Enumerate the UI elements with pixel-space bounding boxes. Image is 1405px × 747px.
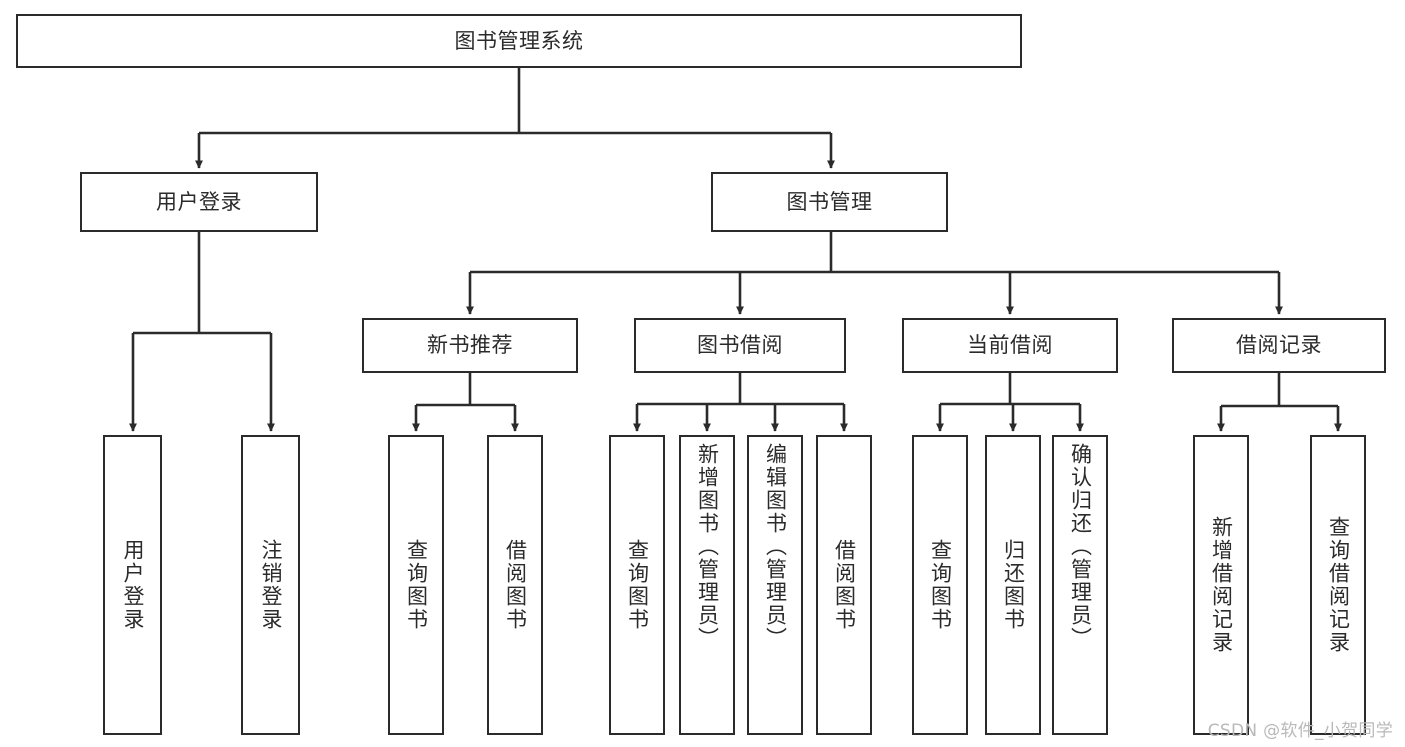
- node-user-login-label: 用户登录: [156, 189, 242, 214]
- node-leaf-edit-book[interactable]: 编辑图书（管理员）: [747, 435, 803, 735]
- node-book-borrow-label: 图书借阅: [697, 333, 783, 358]
- node-leaf-borrow-book-recommend-label: 借阅图书: [503, 539, 528, 631]
- node-leaf-query-book-recommend[interactable]: 查询图书: [388, 435, 444, 735]
- node-leaf-borrow-book-label: 借阅图书: [832, 539, 857, 631]
- node-leaf-query-borrow-record[interactable]: 查询借阅记录: [1310, 435, 1366, 735]
- node-current-borrow-label: 当前借阅: [967, 333, 1053, 358]
- node-root[interactable]: 图书管理系统: [16, 14, 1022, 68]
- node-current-borrow[interactable]: 当前借阅: [902, 318, 1118, 373]
- watermark-text: CSDN @软件_小贺同学: [1207, 721, 1393, 741]
- node-leaf-query-book-recommend-label: 查询图书: [404, 539, 429, 631]
- node-borrow-records[interactable]: 借阅记录: [1172, 318, 1386, 373]
- node-leaf-borrow-book[interactable]: 借阅图书: [816, 435, 872, 735]
- node-leaf-add-borrow-record[interactable]: 新增借阅记录: [1193, 435, 1249, 735]
- node-leaf-return-book-label: 归还图书: [1001, 539, 1026, 631]
- node-borrow-records-label: 借阅记录: [1236, 333, 1322, 358]
- node-leaf-query-book-current-label: 查询图书: [928, 539, 953, 631]
- node-leaf-add-borrow-record-label: 新增借阅记录: [1209, 516, 1234, 654]
- node-new-book-recommend[interactable]: 新书推荐: [362, 318, 578, 373]
- node-leaf-add-book-label: 新增图书（管理员）: [695, 443, 720, 650]
- node-leaf-logout[interactable]: 注销登录: [241, 435, 300, 735]
- node-book-management-label: 图书管理: [786, 189, 873, 214]
- node-leaf-query-borrow-record-label: 查询借阅记录: [1326, 516, 1351, 654]
- node-leaf-add-book[interactable]: 新增图书（管理员）: [679, 435, 735, 735]
- node-book-management[interactable]: 图书管理: [711, 172, 948, 232]
- node-leaf-borrow-book-recommend[interactable]: 借阅图书: [487, 435, 543, 735]
- node-leaf-confirm-return-label: 确认归还（管理员）: [1068, 443, 1093, 650]
- node-leaf-user-login-label: 用户登录: [121, 539, 145, 631]
- node-root-label: 图书管理系统: [454, 28, 584, 53]
- node-leaf-edit-book-label: 编辑图书（管理员）: [763, 443, 788, 650]
- node-book-borrow[interactable]: 图书借阅: [634, 318, 846, 373]
- node-leaf-return-book[interactable]: 归还图书: [985, 435, 1041, 735]
- node-leaf-query-book-borrow[interactable]: 查询图书: [609, 435, 665, 735]
- node-new-book-recommend-label: 新书推荐: [427, 333, 513, 358]
- node-user-login[interactable]: 用户登录: [80, 172, 318, 232]
- node-leaf-logout-label: 注销登录: [259, 539, 283, 631]
- node-leaf-query-book-current[interactable]: 查询图书: [912, 435, 968, 735]
- node-leaf-confirm-return[interactable]: 确认归还（管理员）: [1052, 435, 1108, 735]
- node-leaf-user-login[interactable]: 用户登录: [103, 435, 162, 735]
- node-leaf-query-book-borrow-label: 查询图书: [625, 539, 650, 631]
